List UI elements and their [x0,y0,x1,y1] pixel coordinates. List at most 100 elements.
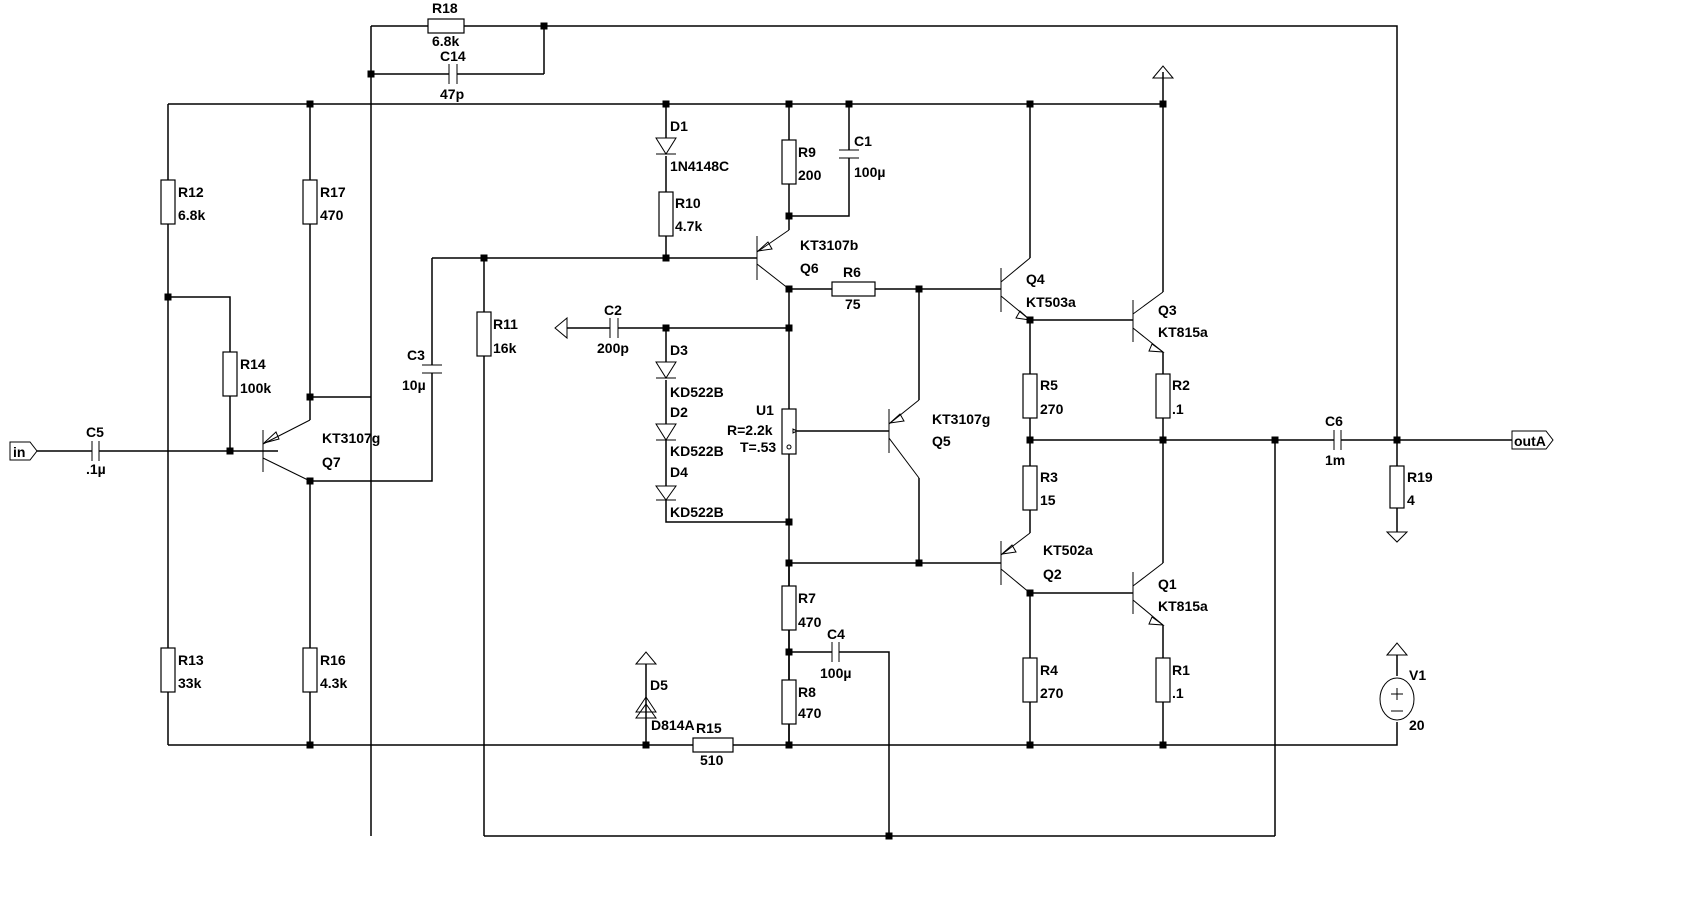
junction-dot [1159,100,1167,108]
diode-D3[interactable]: D3 KD522B [655,342,724,400]
svg-text:C3: C3 [407,347,425,363]
diode-D2[interactable]: D2 KD522B [655,404,724,459]
capacitor-C4[interactable]: C4 100µ [820,626,851,681]
svg-text:D814A: D814A [651,717,695,733]
svg-text:6.8k: 6.8k [178,207,205,223]
transistor-Q7[interactable]: KT3107g Q7 [262,419,380,482]
svg-text:V1: V1 [1409,667,1426,683]
svg-text:R8: R8 [798,684,816,700]
diode-D4[interactable]: D4 KD522B [655,464,724,520]
svg-text:R5: R5 [1040,377,1058,393]
svg-text:100k: 100k [240,380,271,396]
svg-text:4.3k: 4.3k [320,675,347,691]
svg-text:R17: R17 [320,184,346,200]
transistor-Q2[interactable]: KT502a Q2 [1000,532,1093,594]
svg-text:R12: R12 [178,184,204,200]
resistor-R18[interactable]: R18 6.8k [427,0,465,49]
svg-text:KD522B: KD522B [670,384,724,400]
resistor-R6[interactable]: R6 75 [831,264,876,312]
svg-text:Q1: Q1 [1158,576,1177,592]
resistor-R9[interactable]: R9 200 [781,139,822,185]
svg-text:D4: D4 [670,464,688,480]
resistor-R4[interactable]: R4 270 [1022,657,1064,703]
svg-text:20: 20 [1409,717,1425,733]
svg-text:.1: .1 [1172,685,1184,701]
svg-text:KT815a: KT815a [1158,598,1208,614]
supply-flag-icon [1151,65,1175,79]
transistor-Q4[interactable]: Q4 KT503a [1000,257,1076,321]
capacitor-C6[interactable]: C6 1m [1325,413,1345,468]
svg-text:1N4148C: 1N4148C [670,158,729,174]
svg-text:T=.53: T=.53 [740,439,776,455]
svg-text:510: 510 [700,752,724,768]
svg-text:16k: 16k [493,340,517,356]
signal-flag-icon [554,316,568,340]
svg-text:KD522B: KD522B [670,443,724,459]
svg-text:R18: R18 [432,0,458,16]
diode-D5[interactable]: D5 D814A [635,664,695,733]
junction-dot [1271,436,1279,444]
junction-dot [785,100,793,108]
svg-text:C5: C5 [86,424,104,440]
input-port[interactable]: in [9,441,38,461]
svg-text:R15: R15 [696,720,722,736]
potentiometer-U1[interactable]: U1 R=2.2k T=.53 [727,402,799,455]
resistor-R17[interactable]: R17 470 [302,179,346,225]
resistor-R12[interactable]: R12 6.8k [160,179,205,225]
resistor-R8[interactable]: R8 470 [781,679,822,725]
svg-text:75: 75 [845,296,861,312]
resistor-R10[interactable]: R10 4.7k [658,191,702,237]
junction-dot [367,70,375,78]
svg-text:R16: R16 [320,652,346,668]
junction-dot [164,293,172,301]
resistor-R5[interactable]: R5 270 [1022,373,1064,419]
svg-text:KD522B: KD522B [670,504,724,520]
svg-text:200: 200 [798,167,822,183]
svg-text:R13: R13 [178,652,204,668]
resistor-R7[interactable]: R7 470 [781,585,822,631]
svg-text:R2: R2 [1172,377,1190,393]
diode-D1[interactable]: D1 1N4148C [655,118,729,174]
svg-text:270: 270 [1040,685,1064,701]
transistor-Q1[interactable]: Q1 KT815a [1132,562,1208,626]
capacitor-C14[interactable]: C14 47p [440,48,466,102]
transistor-Q6[interactable]: KT3107b Q6 [756,229,858,290]
resistor-R14[interactable]: R14 100k [222,351,271,397]
resistor-R3[interactable]: R3 15 [1022,465,1058,511]
resistor-R15[interactable]: R15 510 [692,720,734,768]
svg-text:R1: R1 [1172,662,1190,678]
capacitor-C5[interactable]: C5 .1µ [86,424,106,477]
svg-text:C6: C6 [1325,413,1343,429]
svg-text:Q5: Q5 [932,433,951,449]
svg-text:R14: R14 [240,356,266,372]
svg-text:R11: R11 [493,316,518,332]
resistor-R16[interactable]: R16 4.3k [302,647,347,693]
capacitor-C1[interactable]: C1 100µ [839,133,885,180]
voltage-source-V1[interactable]: V1 20 [1379,667,1426,733]
svg-text:.1: .1 [1172,401,1184,417]
svg-text:4: 4 [1407,492,1415,508]
output-port[interactable]: outA [1511,430,1554,450]
svg-text:33k: 33k [178,675,202,691]
resistor-R11[interactable]: R11 16k [476,311,518,357]
svg-text:270: 270 [1040,401,1064,417]
svg-text:R9: R9 [798,144,816,160]
svg-text:R10: R10 [675,195,701,211]
supply-flag-icon [1385,642,1409,656]
transistor-Q5[interactable]: KT3107g Q5 [888,399,990,479]
svg-text:6.8k: 6.8k [432,33,459,49]
svg-text:D5: D5 [650,677,668,693]
input-port-label: in [13,444,25,460]
transistor-Q3[interactable]: Q3 KT815a [1132,291,1208,353]
junction-dot [306,393,314,401]
svg-text:R7: R7 [798,590,816,606]
capacitor-C3[interactable]: C3 10µ [402,347,442,393]
resistor-R19[interactable]: R19 4 [1389,465,1433,509]
resistor-R1[interactable]: R1 .1 [1155,657,1190,703]
capacitor-C2[interactable]: C2 200p [597,302,629,356]
output-port-label: outA [1514,433,1546,449]
resistor-R2[interactable]: R2 .1 [1155,373,1190,419]
junction-dot [785,324,793,332]
svg-text:C2: C2 [604,302,622,318]
resistor-R13[interactable]: R13 33k [160,647,204,693]
